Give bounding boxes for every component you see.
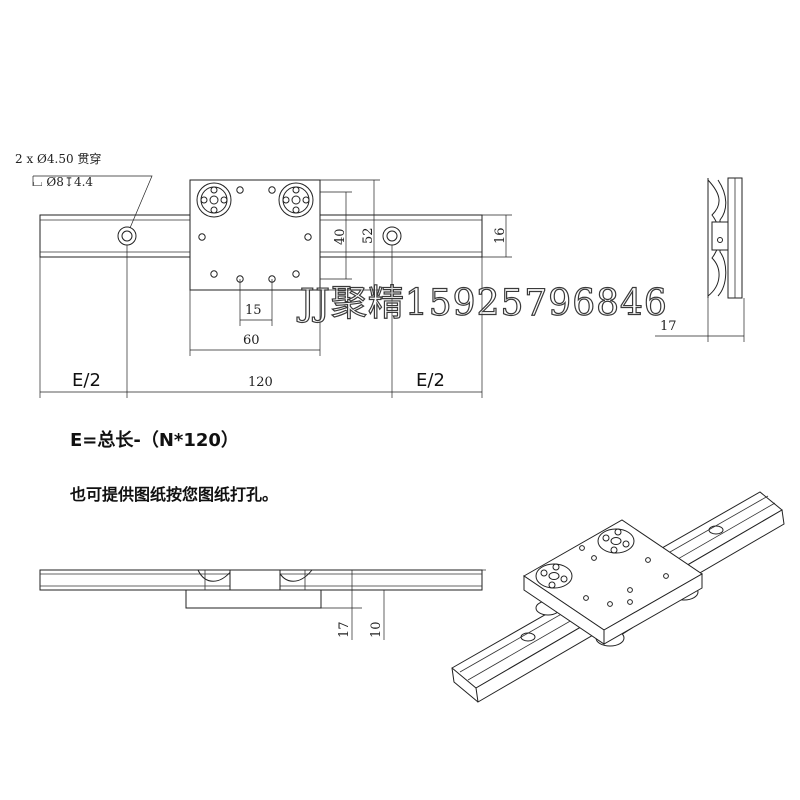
callout-line1: 2 x Ø4.50 贯穿 bbox=[15, 151, 101, 166]
dim-120-label: 120 bbox=[248, 375, 273, 390]
front-17-label: 17 bbox=[337, 621, 352, 638]
dim-16: 16 bbox=[482, 214, 512, 258]
dim-40-label: 40 bbox=[333, 228, 348, 245]
wheel-boss-left bbox=[196, 182, 232, 218]
callout-line2: ⌴ Ø8↧4.4 bbox=[33, 175, 93, 189]
dim-52-label: 52 bbox=[361, 227, 376, 244]
plate-holes bbox=[198, 186, 312, 283]
front-10-label: 10 bbox=[369, 621, 384, 638]
side-view: 17 bbox=[655, 177, 745, 342]
iso-boss-front bbox=[535, 563, 573, 589]
iso-boss-back bbox=[597, 528, 635, 554]
dim-40: 40 bbox=[320, 191, 352, 280]
wheel-boss-right bbox=[278, 182, 314, 218]
custom-drilling-note: 也可提供图纸按您图纸打孔。 bbox=[70, 485, 279, 504]
dim-60: 60 bbox=[189, 290, 321, 356]
dim-15-label: 15 bbox=[245, 303, 262, 318]
e-half-left-label: E/2 bbox=[72, 370, 101, 391]
dim-pitch: E/2 120 E/2 bbox=[39, 245, 483, 398]
hole-callout: 2 x Ø4.50 贯穿 ⌴ Ø8↧4.4 bbox=[15, 151, 153, 229]
dim-front-10: 10 bbox=[321, 589, 392, 640]
iso-plate-holes bbox=[579, 545, 669, 607]
dim-front-17: 17 bbox=[321, 569, 486, 640]
dim-side-17: 17 bbox=[655, 298, 745, 342]
front-view: 17 10 bbox=[39, 569, 486, 640]
dim-16-label: 16 bbox=[493, 227, 508, 244]
isometric-view bbox=[451, 491, 785, 703]
dim-52: 52 bbox=[320, 179, 380, 291]
side-17-label: 17 bbox=[660, 319, 677, 334]
length-formula: E=总长-（N*120） bbox=[70, 430, 239, 451]
watermark: JJ聚精15925796846 bbox=[299, 282, 668, 324]
dim-60-label: 60 bbox=[243, 333, 260, 348]
dim-15: 15 bbox=[239, 279, 273, 326]
e-half-right-label: E/2 bbox=[416, 370, 445, 391]
top-view: 2 x Ø4.50 贯穿 ⌴ Ø8↧4.4 40 52 16 bbox=[15, 151, 512, 398]
